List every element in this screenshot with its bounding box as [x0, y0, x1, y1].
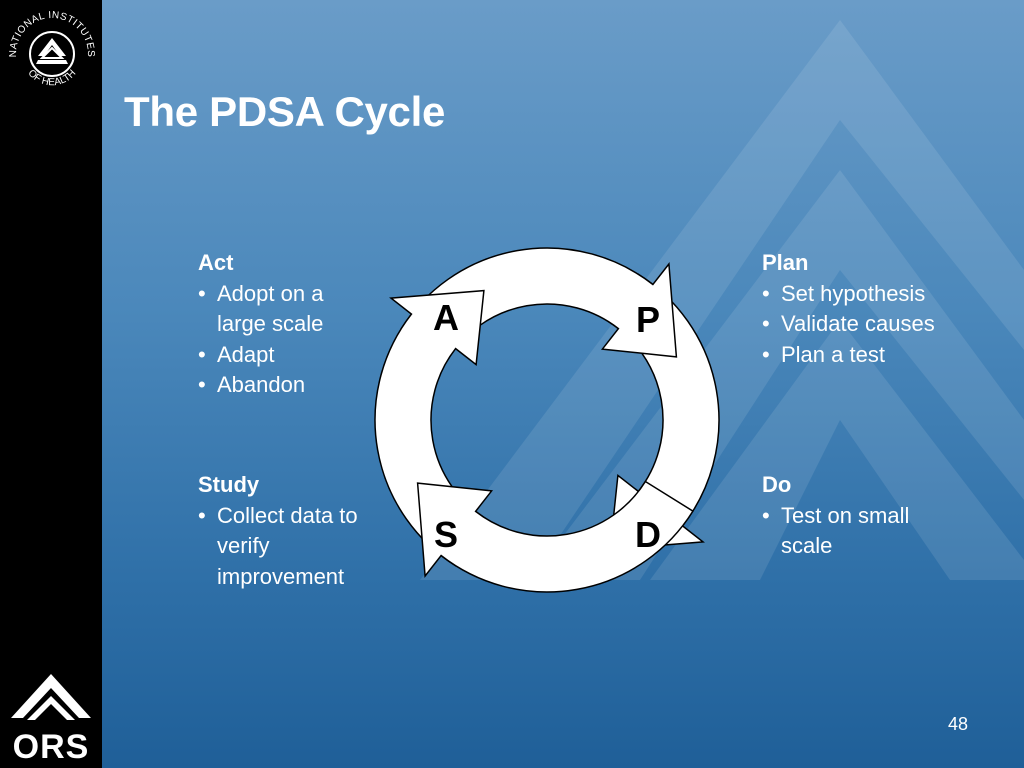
- cycle-letter-act: A: [433, 297, 459, 338]
- slide-title: The PDSA Cycle: [124, 88, 446, 135]
- act-bullet: Adapt: [198, 340, 373, 371]
- plan-bullet: Set hypothesis: [762, 279, 982, 310]
- plan-arrow: [416, 480, 694, 593]
- study-heading: Study: [198, 472, 260, 497]
- act-block: Act Adopt on a large scale Adapt Abandon: [198, 248, 373, 401]
- cycle-letter-study: S: [434, 514, 458, 555]
- plan-bullet: Plan a test: [762, 340, 982, 371]
- act-bullet: Abandon: [198, 370, 373, 401]
- plan-heading: Plan: [762, 250, 809, 275]
- plan-block: Plan Set hypothesis Validate causes Plan…: [762, 248, 982, 370]
- nih-seal-logo: NATIONAL INSTITUTES OF HEALTH: [8, 10, 96, 88]
- do-heading: Do: [762, 472, 792, 497]
- act-bullet: Adopt on a large scale: [198, 279, 373, 340]
- study-bullet: Collect data to verify improvement: [198, 501, 378, 593]
- page-number: 48: [948, 714, 969, 734]
- do-block: Do Test on small scale: [762, 470, 962, 562]
- study-bullets: Collect data to verify improvement: [198, 501, 378, 593]
- act-bullets: Adopt on a large scale Adapt Abandon: [198, 279, 373, 401]
- pdsa-cycle-diagram: A P S D: [374, 247, 720, 593]
- study-block: Study Collect data to verify improvement: [198, 470, 378, 592]
- cycle-letter-do: D: [635, 514, 661, 555]
- plan-bullets: Set hypothesis Validate causes Plan a te…: [762, 279, 982, 371]
- ors-logo-text: ORS: [13, 728, 90, 762]
- svg-text:OF HEALTH: OF HEALTH: [26, 68, 79, 88]
- sidebar: [0, 0, 102, 768]
- cycle-letter-plan: P: [636, 299, 660, 340]
- do-bullet: Test on small scale: [762, 501, 962, 562]
- ors-logo: ORS: [11, 674, 91, 762]
- plan-bullet: Validate causes: [762, 309, 982, 340]
- do-bullets: Test on small scale: [762, 501, 962, 562]
- act-heading: Act: [198, 250, 234, 275]
